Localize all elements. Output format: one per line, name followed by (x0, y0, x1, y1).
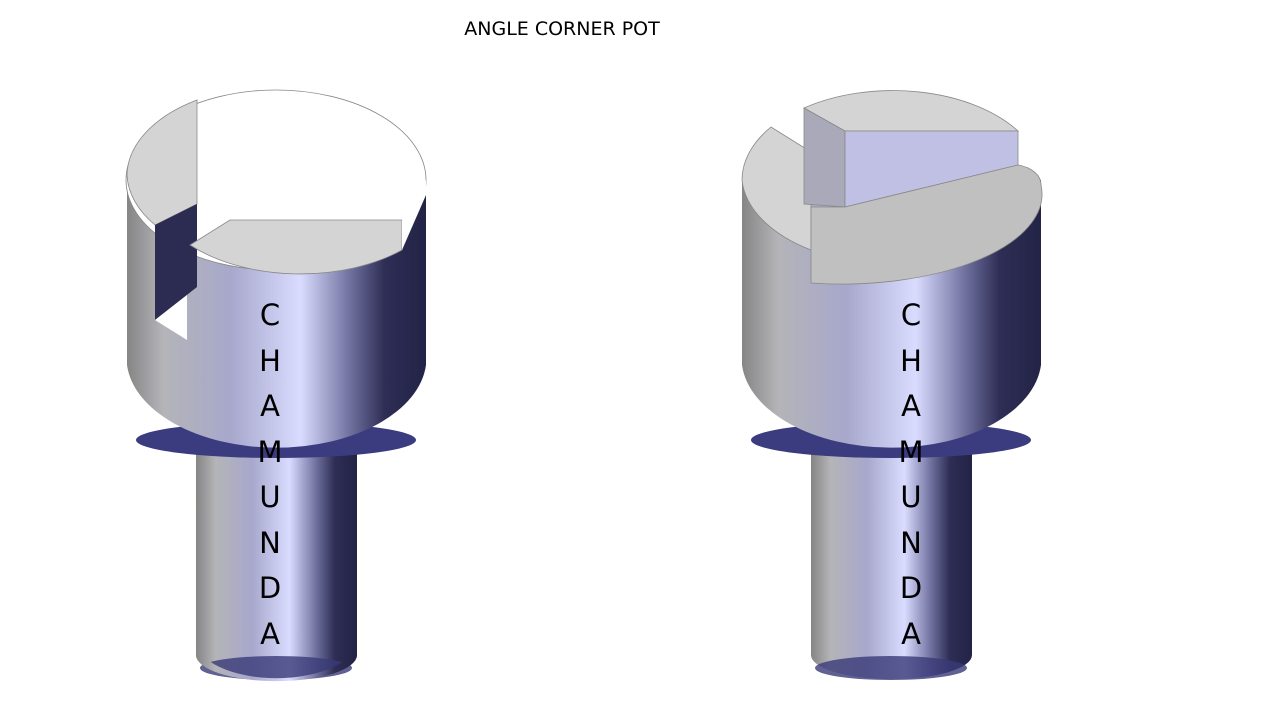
right-shaft (811, 440, 972, 680)
right-part-label: CHAMUNDA (898, 298, 924, 651)
left-part-label: CHAMUNDA (257, 298, 283, 651)
slide-title: ANGLE CORNER POT (464, 18, 660, 40)
left-shaft (196, 440, 357, 682)
right-part (741, 90, 1043, 680)
left-part (125, 89, 427, 682)
